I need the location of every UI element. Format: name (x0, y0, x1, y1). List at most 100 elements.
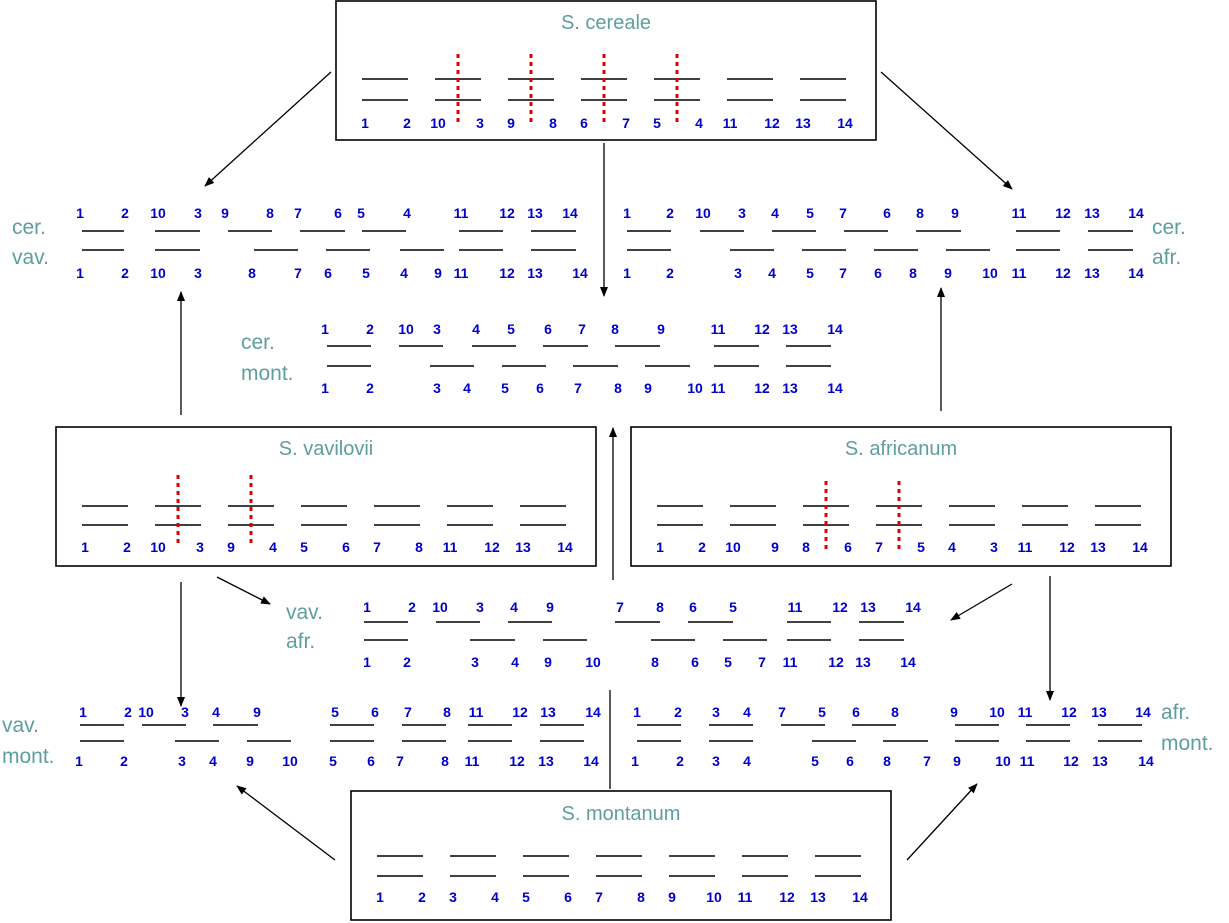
arm-number: 5 (806, 265, 814, 281)
arm-number: 7 (839, 265, 847, 281)
species-title: S. africanum (845, 438, 957, 460)
hybrid-label: cer. (1152, 216, 1186, 239)
arm-number: 9 (221, 205, 229, 221)
arm-number: 7 (622, 115, 630, 131)
arm-number: 4 (771, 205, 779, 221)
arm-number: 12 (754, 380, 770, 396)
arm-number: 4 (743, 753, 751, 769)
arm-number: 1 (363, 654, 371, 670)
arm-number: 6 (844, 539, 852, 555)
arm-number: 8 (614, 380, 622, 396)
hybrid-label: afr. (1161, 701, 1190, 724)
arm-number: 9 (944, 265, 952, 281)
arm-number: 3 (990, 539, 998, 555)
arrow (204, 71, 332, 187)
arm-number: 6 (367, 753, 375, 769)
arm-number: 7 (758, 654, 766, 670)
arm-number: 3 (734, 265, 742, 281)
arm-number: 9 (434, 265, 442, 281)
arm-number: 7 (294, 265, 302, 281)
arm-number: 2 (666, 265, 674, 281)
arm-number: 14 (1132, 539, 1148, 555)
arm-number: 11 (711, 321, 726, 337)
arm-number: 9 (227, 539, 235, 555)
arm-number: 10 (432, 599, 448, 615)
arm-number: 3 (178, 753, 186, 769)
arm-number: 6 (691, 654, 699, 670)
arm-number: 8 (651, 654, 659, 670)
arm-number: 4 (768, 265, 776, 281)
arm-number: 10 (989, 704, 1005, 720)
arm-number: 5 (331, 704, 339, 720)
arm-number: 14 (905, 599, 921, 615)
arm-number: 4 (511, 654, 519, 670)
arm-number: 12 (754, 321, 770, 337)
arm-number: 13 (540, 704, 556, 720)
hybrid-label: afr. (1152, 246, 1181, 269)
arm-number: 12 (1059, 539, 1075, 555)
arm-number: 2 (366, 380, 374, 396)
arm-number: 6 (544, 321, 552, 337)
arm-number: 13 (795, 115, 811, 131)
arm-number: 3 (738, 205, 746, 221)
arm-number: 2 (121, 265, 129, 281)
arm-number: 12 (764, 115, 780, 131)
arm-number: 8 (549, 115, 557, 131)
arm-number: 5 (917, 539, 925, 555)
arrow (216, 576, 271, 605)
arm-number: 8 (909, 265, 917, 281)
arm-number: 13 (782, 321, 798, 337)
arm-number: 14 (1135, 704, 1151, 720)
arm-number: 12 (828, 654, 844, 670)
arm-number: 3 (181, 704, 189, 720)
arm-number: 14 (837, 115, 853, 131)
arm-number: 6 (371, 704, 379, 720)
hybrid-label: mont. (241, 362, 294, 385)
arm-number: 9 (253, 704, 261, 720)
arm-number: 5 (362, 265, 370, 281)
hybrid-label: afr. (286, 630, 315, 653)
arm-number: 12 (499, 205, 515, 221)
species-title: S. cereale (561, 12, 651, 34)
arm-number: 5 (329, 753, 337, 769)
arm-number: 9 (771, 539, 779, 555)
arm-number: 14 (557, 539, 573, 555)
arm-number: 5 (811, 753, 819, 769)
arm-number: 4 (403, 205, 411, 221)
arm-number: 11 (1012, 205, 1027, 221)
hybrid-label: vav. (286, 601, 323, 624)
arm-number: 5 (806, 205, 814, 221)
arm-number: 1 (376, 889, 384, 905)
arm-number: 10 (695, 205, 711, 221)
arm-number: 12 (1063, 753, 1079, 769)
arm-number: 12 (779, 889, 795, 905)
arm-number: 3 (449, 889, 457, 905)
arm-number: 14 (827, 321, 843, 337)
arm-number: 5 (501, 380, 509, 396)
arm-number: 11 (1012, 265, 1027, 281)
arm-number: 3 (433, 380, 441, 396)
arm-number: 3 (433, 321, 441, 337)
arm-number: 5 (729, 599, 737, 615)
arm-number: 11 (723, 115, 738, 131)
arm-number: 7 (616, 599, 624, 615)
arm-number: 13 (527, 265, 543, 281)
arm-number: 13 (1091, 704, 1107, 720)
arm-number: 7 (294, 205, 302, 221)
arm-number: 14 (562, 205, 578, 221)
species-box-frame (55, 426, 597, 567)
arm-number: 14 (852, 889, 868, 905)
arm-number: 2 (666, 205, 674, 221)
arm-number: 1 (321, 321, 329, 337)
arm-number: 1 (76, 205, 84, 221)
arm-number: 10 (725, 539, 741, 555)
arm-number: 14 (827, 380, 843, 396)
arm-number: 8 (611, 321, 619, 337)
arm-number: 12 (509, 753, 525, 769)
